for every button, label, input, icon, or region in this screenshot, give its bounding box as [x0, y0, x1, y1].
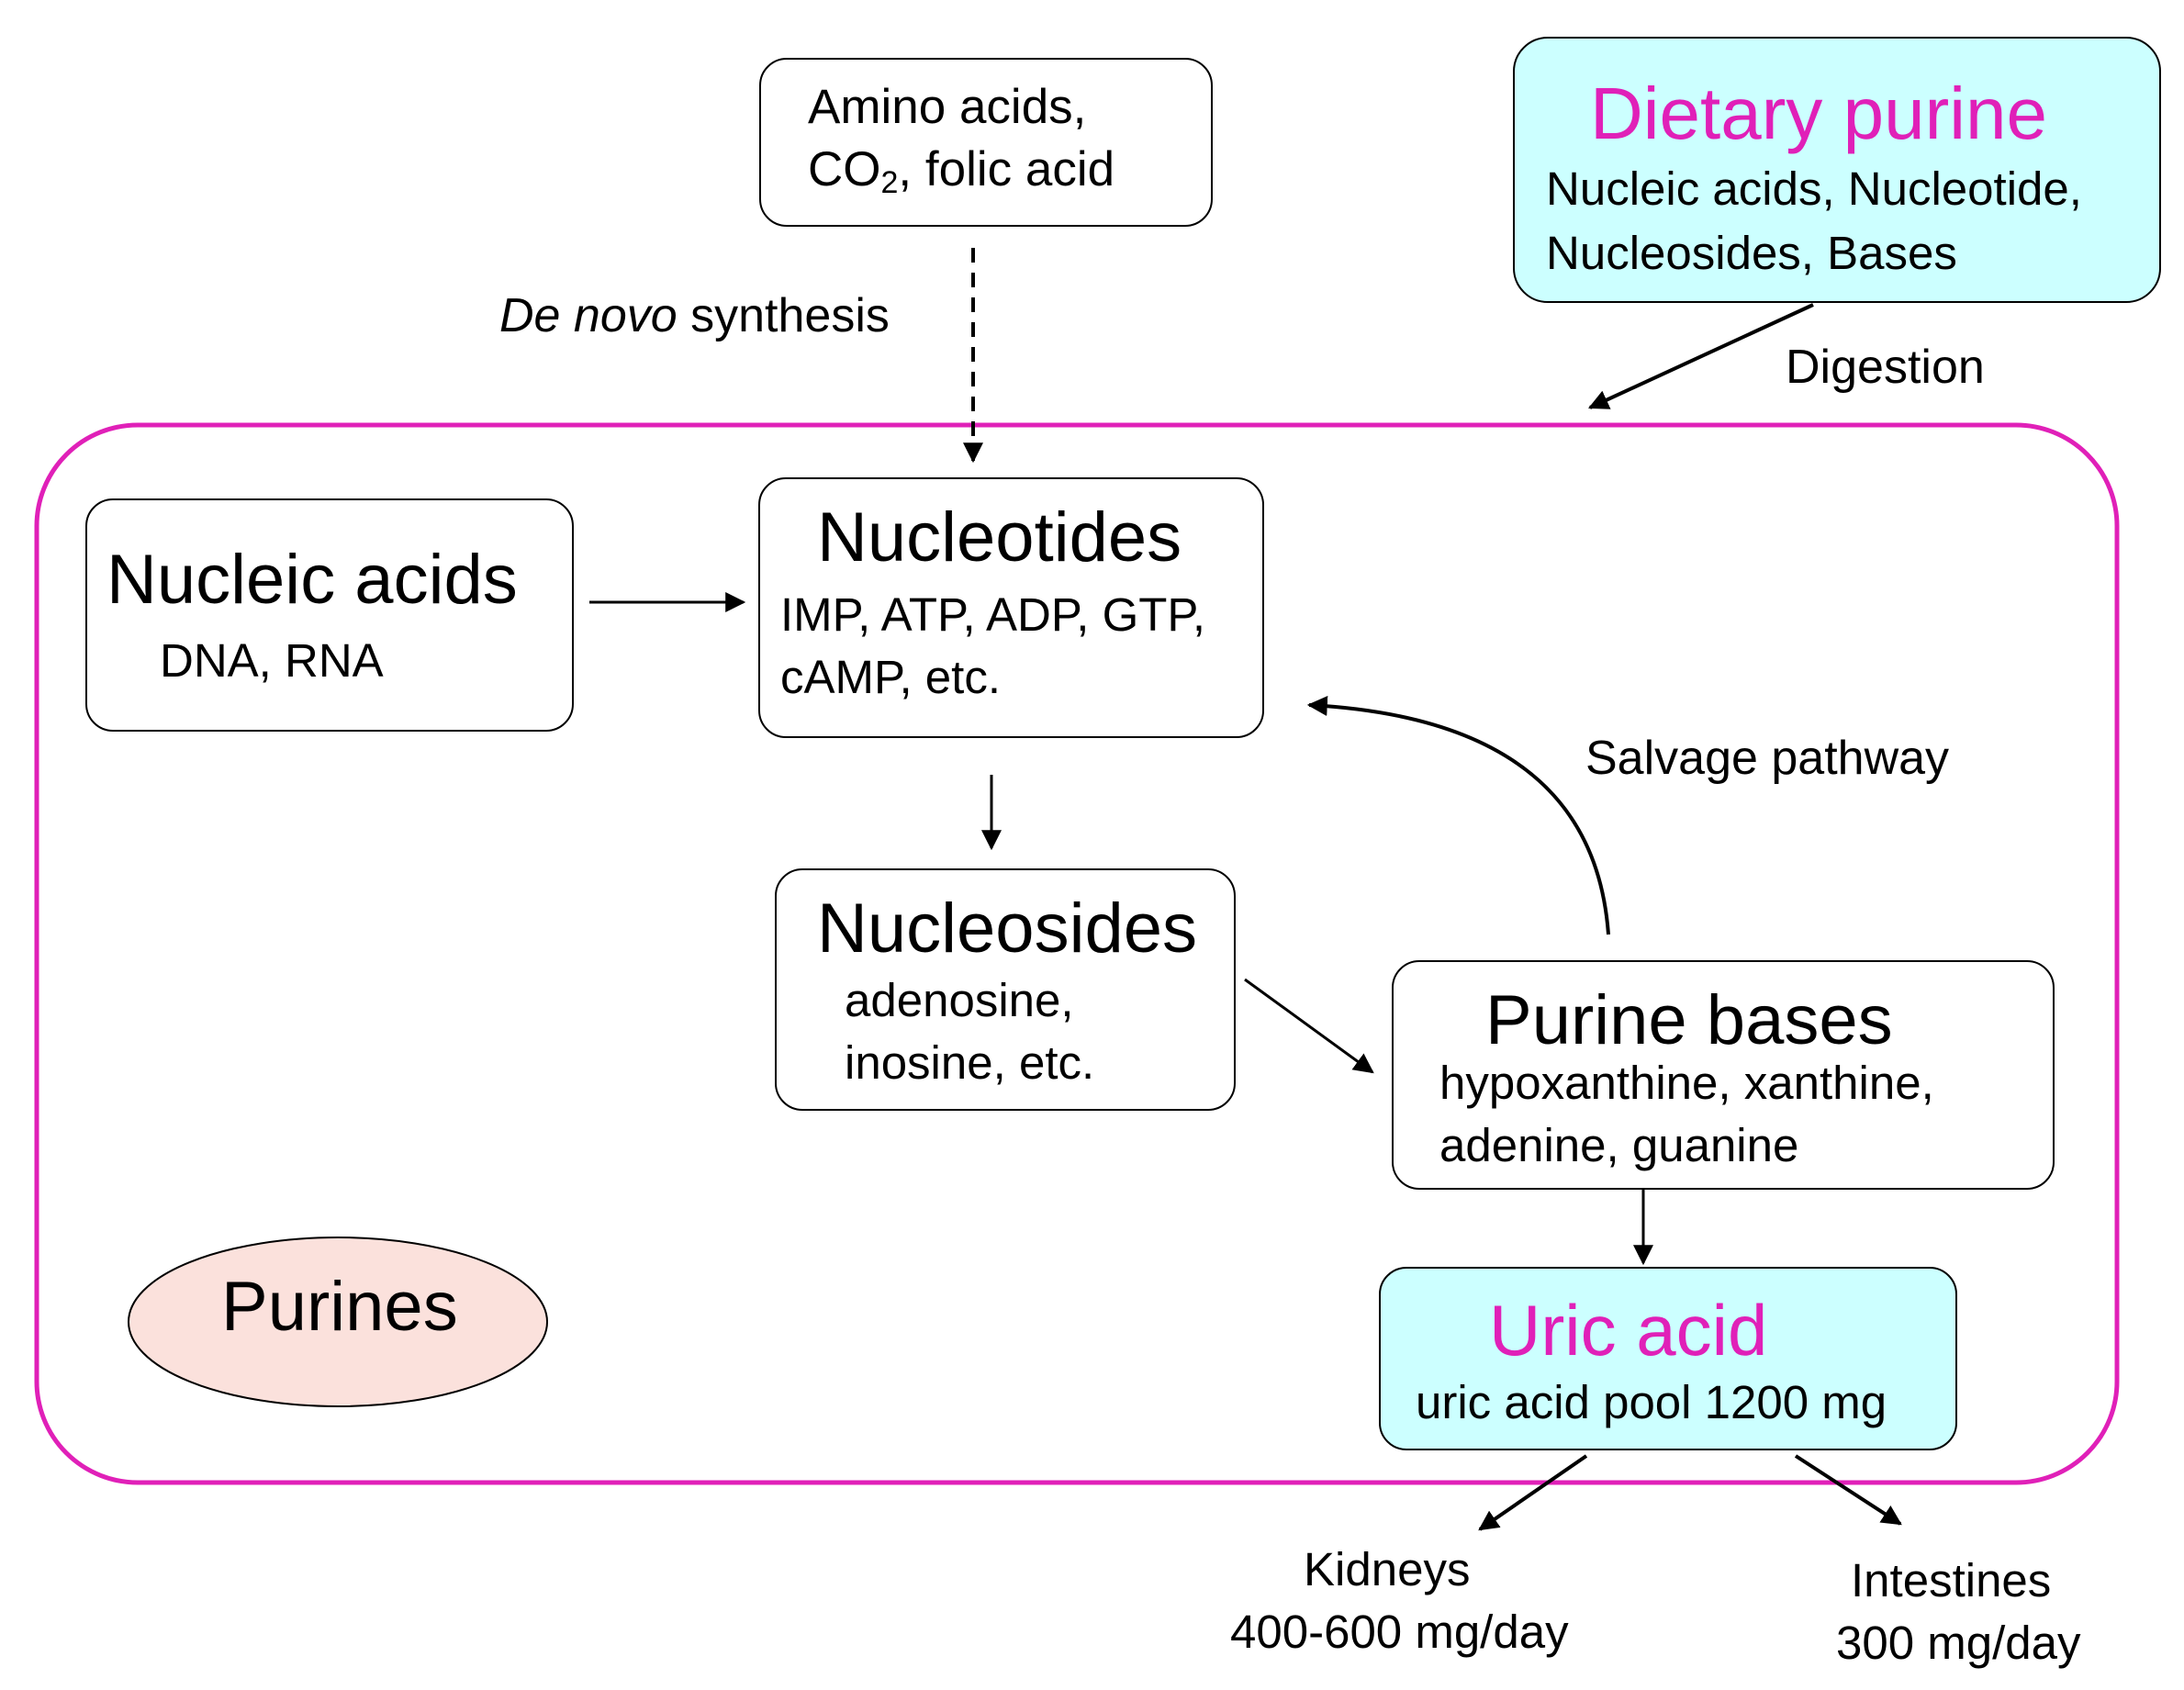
purines-ellipse	[128, 1237, 548, 1407]
co2-subscript: 2	[880, 165, 899, 200]
purine-bases-line1: hypoxanthine, xanthine,	[1439, 1057, 1934, 1109]
nucleotides-title: Nucleotides	[817, 498, 1182, 576]
uric-acid-title: Uric acid	[1489, 1290, 1768, 1371]
uric-to-kidneys-arrow	[1478, 1454, 1588, 1531]
co2-suffix: , folic acid	[898, 142, 1115, 196]
nucleosides-box	[775, 868, 1236, 1111]
digestion-arrow	[1588, 303, 1814, 409]
amino-acids-line1: Amino acids,	[808, 80, 1087, 134]
nucleosides-to-bases-arrow	[1244, 978, 1374, 1074]
nucleosides-line2: inosine, etc.	[845, 1036, 1095, 1089]
de-novo-rest: synthesis	[677, 289, 890, 342]
co2-prefix: CO	[808, 142, 881, 196]
salvage-pathway-label: Salvage pathway	[1585, 732, 1950, 785]
uric-acid-box	[1379, 1267, 1957, 1450]
dietary-purine-box	[1513, 37, 2161, 303]
de-novo-label: De novo synthesis	[499, 292, 890, 340]
nucleosides-line1: adenosine,	[845, 974, 1074, 1026]
purine-bases-line2: adenine, guanine	[1439, 1119, 1799, 1171]
nucleotides-line1: IMP, ATP, ADP, GTP,	[780, 588, 1206, 641]
uric-acid-detail: uric acid pool 1200 mg	[1416, 1376, 1887, 1428]
kidneys-label: Kidneys	[1304, 1543, 1471, 1595]
dietary-purine-title: Dietary purine	[1590, 73, 2048, 154]
nucleic-acids-title: Nucleic acids	[106, 541, 518, 619]
uric-to-intestines-arrow	[1794, 1454, 1902, 1526]
purine-bases-box	[1392, 960, 2055, 1190]
intestines-label: Intestines	[1851, 1554, 2052, 1606]
cell-boundary-frame	[34, 422, 2120, 1485]
kidneys-amount: 400-600 mg/day	[1230, 1606, 1569, 1658]
dietary-purine-line1: Nucleic acids, Nucleotide,	[1546, 162, 2082, 215]
dietary-purine-line2: Nucleosides, Bases	[1546, 227, 1957, 279]
amino-acids-source-box	[759, 58, 1213, 227]
digestion-label: Digestion	[1786, 341, 1985, 394]
intestines-amount: 300 mg/day	[1836, 1617, 2081, 1669]
amino-acids-line2: CO2, folic acid	[808, 145, 1114, 198]
nucleosides-title: Nucleosides	[817, 890, 1197, 968]
salvage-pathway-arrow	[1306, 696, 1610, 935]
nucleotides-line2: cAMP, etc.	[780, 651, 1001, 703]
purine-bases-title: Purine bases	[1485, 981, 1893, 1059]
nucleotides-box	[758, 477, 1264, 738]
purines-label: Purines	[221, 1268, 458, 1346]
nucleic-acids-box	[85, 498, 574, 732]
nucleic-acids-detail: DNA, RNA	[160, 634, 384, 687]
de-novo-italic: De novo	[499, 289, 678, 342]
